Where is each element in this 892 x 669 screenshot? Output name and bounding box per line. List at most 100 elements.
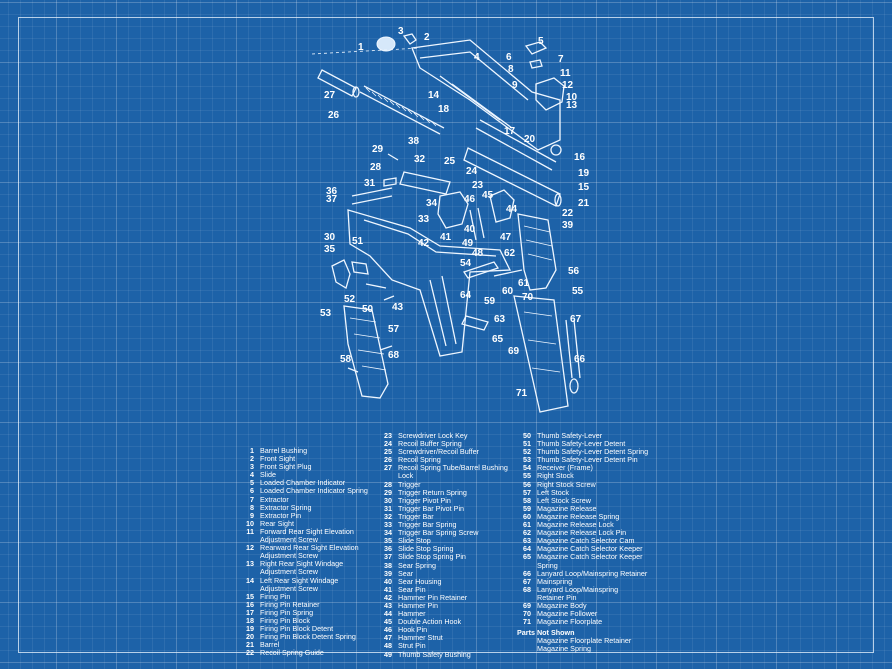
legend-part-number: 25	[384, 447, 392, 457]
callout-24: 24	[466, 166, 478, 177]
legend-part-number: 31	[384, 503, 392, 513]
legend-part-name: Magazine Catch Selector Cam	[537, 536, 635, 546]
legend-part-name: Thumb Safety Bushing	[398, 649, 471, 659]
legend-part-number: 48	[384, 641, 392, 651]
callout-4: 4	[474, 52, 480, 63]
legend-part-number: 55	[523, 471, 531, 481]
legend-part-number: 28	[384, 479, 392, 489]
legend-part-number: 12	[246, 543, 254, 553]
legend-part-name: Rearward Rear Sight Elevation	[260, 543, 359, 553]
callout-29: 29	[372, 144, 384, 155]
legend-part-number: 19	[246, 624, 254, 634]
legend-part-name: Lanyard Loop/Mainspring	[537, 584, 619, 594]
legend-part-number: 47	[384, 633, 392, 643]
legend-part-name: Firing Pin Block Detent Spring	[260, 632, 356, 642]
legend-part-name: Forward Rear Sight Elevation	[260, 526, 354, 536]
legend-part-name: Firing Pin Block	[260, 615, 310, 625]
legend-part-number: 41	[384, 584, 392, 594]
legend-part-name: Hammer Pin Retainer	[398, 592, 468, 602]
callout-38: 38	[408, 136, 420, 147]
legend-part-number: 53	[523, 455, 531, 465]
legend-part-number: 64	[523, 544, 531, 554]
legend-part-name: Hammer Pin	[398, 600, 438, 610]
front-sight-drawing	[402, 33, 417, 45]
callout-54: 54	[460, 258, 472, 269]
legend-part-number: 46	[384, 625, 392, 635]
callout-71: 71	[516, 388, 528, 399]
legend-part-name: Magazine Release	[537, 503, 597, 513]
legend-part-name: Firing Pin	[260, 591, 291, 601]
thumb-safety-drawing	[351, 261, 387, 289]
callout-32: 32	[414, 154, 426, 165]
legend-part-number: 17	[246, 607, 254, 617]
legend-part-name: Hammer	[398, 609, 426, 619]
legend-part-number: 2	[250, 454, 254, 464]
legend-part-name: Loaded Chamber Indicator	[260, 478, 346, 488]
legend-part-name: Magazine Catch Selector Keeper	[537, 544, 643, 554]
legend-part-number: 23	[384, 431, 392, 440]
legend-part-name: Left Stock	[537, 487, 569, 497]
left-stock-drawing	[343, 305, 389, 399]
legend-row-12: 12 Rearward Rear Sight Elevation	[240, 544, 368, 552]
callout-59: 59	[484, 296, 496, 307]
legend-part-name: Firing Pin Block Detent	[260, 624, 334, 634]
legend-part-name: Trigger Bar Pivot Pin	[398, 503, 465, 513]
legend-part-name: Hammer Strut	[398, 633, 443, 643]
legend-part-name: Right Rear Sight Windage	[260, 559, 344, 569]
legend-part-name-continued: Adjustment Screw	[260, 535, 318, 545]
legend-part-number: 62	[523, 528, 531, 538]
legend-part-name: Sear	[398, 568, 414, 578]
legend-part-number: 63	[523, 536, 531, 546]
legend-part-name: Double Action Hook	[398, 617, 462, 627]
legend-part-name: Extractor	[260, 494, 289, 504]
legend-part-name: Mainspring	[537, 576, 573, 586]
callout-8: 8	[508, 64, 514, 75]
callout-65: 65	[492, 334, 504, 345]
legend-part-number: 38	[384, 560, 392, 570]
callout-37: 37	[326, 194, 338, 205]
legend-part-name: Firing Pin Retainer	[260, 599, 320, 609]
legend-part-number: 58	[523, 495, 531, 505]
legend-part-name: Trigger Pivot Pin	[398, 495, 451, 505]
callout-50: 50	[362, 304, 374, 315]
legend-part-number: 36	[384, 544, 392, 554]
legend-row-47: 47 Hammer Strut	[378, 634, 508, 642]
callout-23: 23	[472, 180, 484, 191]
legend-part-name: Recoil Spring	[398, 455, 441, 465]
callout-7: 7	[558, 54, 564, 65]
legend-part-name: Firing Pin Spring	[260, 607, 314, 617]
legend-part-number: 10	[246, 518, 254, 528]
legend-part-name: Rear Sight	[260, 518, 294, 528]
legend-part-number: 20	[246, 632, 254, 642]
callout-66: 66	[574, 354, 586, 365]
legend-part-name: Extractor Spring	[260, 502, 312, 512]
barrel-drawing	[463, 147, 561, 207]
parts-not-shown-header: Parts Not Shown	[517, 628, 575, 638]
callout-69: 69	[508, 346, 520, 357]
callout-13: 13	[566, 100, 578, 111]
legend-part-number: 8	[250, 502, 254, 512]
legend-part-name: Trigger Bar Spring	[398, 520, 457, 530]
legend-row-31: 31 Trigger Bar Pivot Pin	[378, 503, 508, 513]
callout-47: 47	[500, 232, 512, 243]
